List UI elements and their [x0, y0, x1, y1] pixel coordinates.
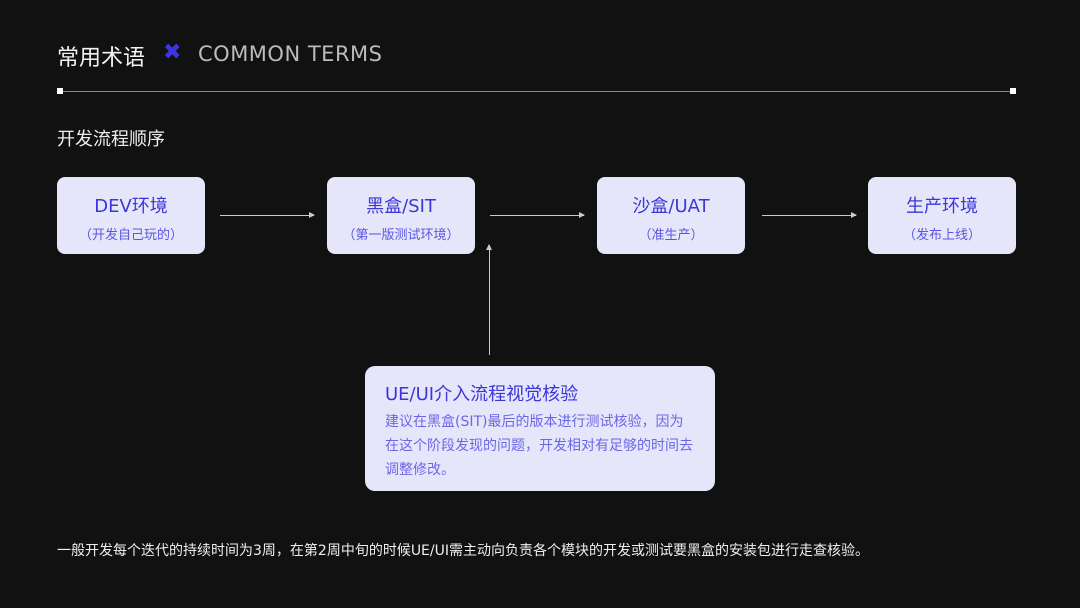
step-title: 生产环境 — [906, 196, 978, 217]
x-icon: ✖ — [163, 40, 182, 65]
step-sit: 黑盒/SIT （第一版测试环境） — [327, 177, 475, 254]
step-subtitle: （开发自己玩的） — [78, 228, 183, 243]
note-body: 建议在黑盒(SIT)最后的版本进行测试核验，因为在这个阶段发现的问题，开发相对有… — [385, 414, 693, 478]
step-subtitle: （准生产） — [638, 228, 704, 243]
divider — [60, 91, 1014, 92]
arrow-right-icon — [762, 212, 857, 218]
arrow-right-icon — [490, 212, 585, 218]
page-subtitle: COMMON TERMS — [198, 42, 383, 66]
step-title: DEV环境 — [94, 196, 168, 217]
step-title: 黑盒/SIT — [366, 196, 436, 217]
divider-start-marker — [57, 88, 63, 94]
arrow-right-icon — [220, 212, 315, 218]
step-uat: 沙盒/UAT （准生产） — [597, 177, 745, 254]
note-title: UE/UI介入流程视觉核验 — [385, 384, 579, 405]
section-title: 开发流程顺序 — [57, 129, 165, 150]
step-production: 生产环境 （发布上线） — [868, 177, 1016, 254]
page-title: 常用术语 — [57, 46, 146, 71]
step-dev: DEV环境 （开发自己玩的） — [57, 177, 205, 254]
arrow-up-icon — [486, 244, 492, 355]
step-subtitle: （第一版测试环境） — [342, 228, 460, 243]
step-title: 沙盒/UAT — [632, 196, 710, 217]
divider-end-marker — [1010, 88, 1016, 94]
note-card: UE/UI介入流程视觉核验 建议在黑盒(SIT)最后的版本进行测试核验，因为在这… — [365, 366, 715, 491]
footer-text: 一般开发每个迭代的持续时间为3周，在第2周中旬的时候UE/UI需主动向负责各个模… — [57, 543, 869, 559]
step-subtitle: （发布上线） — [902, 228, 981, 243]
